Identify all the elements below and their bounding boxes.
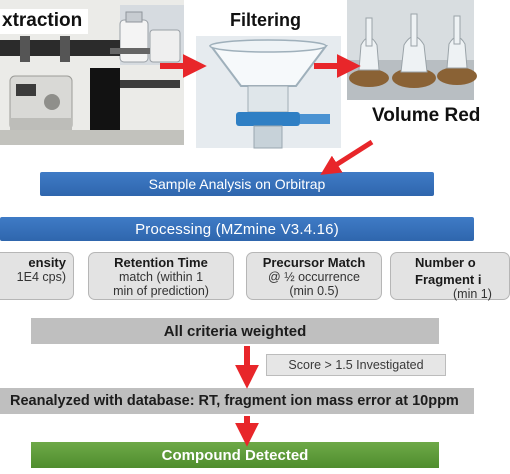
filtering-photo [196, 36, 341, 149]
sample-analysis-bar: Sample Analysis on Orbitrap [40, 172, 434, 196]
criterion-detail: 1E4 cps) [16, 270, 66, 284]
criterion-heading: Retention Time [114, 255, 208, 270]
criterion-heading: ensity [28, 255, 66, 270]
criterion-retention-time: Retention Time match (within 1 min of pr… [88, 252, 234, 300]
processing-bar: Processing (MZmine V3.4.16) [0, 217, 474, 241]
criterion-detail: match (within 1 [118, 270, 204, 284]
all-criteria-weighted-bar: All criteria weighted [31, 318, 439, 344]
score-threshold-box: Score > 1.5 Investigated [266, 354, 446, 376]
extraction-photo [0, 0, 184, 145]
criterion-fragment-ions: Number o Fragment i (min 1) [390, 252, 510, 301]
criterion-detail: (min 1) [453, 287, 492, 301]
criterion-detail: (min 0.5) [289, 284, 339, 298]
criterion-detail: min of prediction) [113, 284, 209, 298]
reanalyzed-bar: Reanalyzed with database: RT, fragment i… [0, 388, 474, 414]
criterion-precursor-match: Precursor Match @ ½ occurrence (min 0.5) [246, 252, 382, 300]
criterion-heading-2: Fragment i [415, 272, 482, 287]
criterion-heading: Number o [415, 255, 476, 270]
criterion-detail: @ ½ occurrence [268, 270, 360, 284]
criterion-intensity: ensity 1E4 cps) [0, 252, 74, 300]
volume-reduction-photo [347, 0, 477, 100]
criterion-heading: Precursor Match [262, 255, 366, 270]
volume-reduction-title: Volume Red [372, 105, 481, 126]
extraction-title: xtraction [0, 9, 89, 34]
compound-detected-bar: Compound Detected [31, 442, 439, 468]
filtering-title: Filtering [230, 10, 301, 30]
